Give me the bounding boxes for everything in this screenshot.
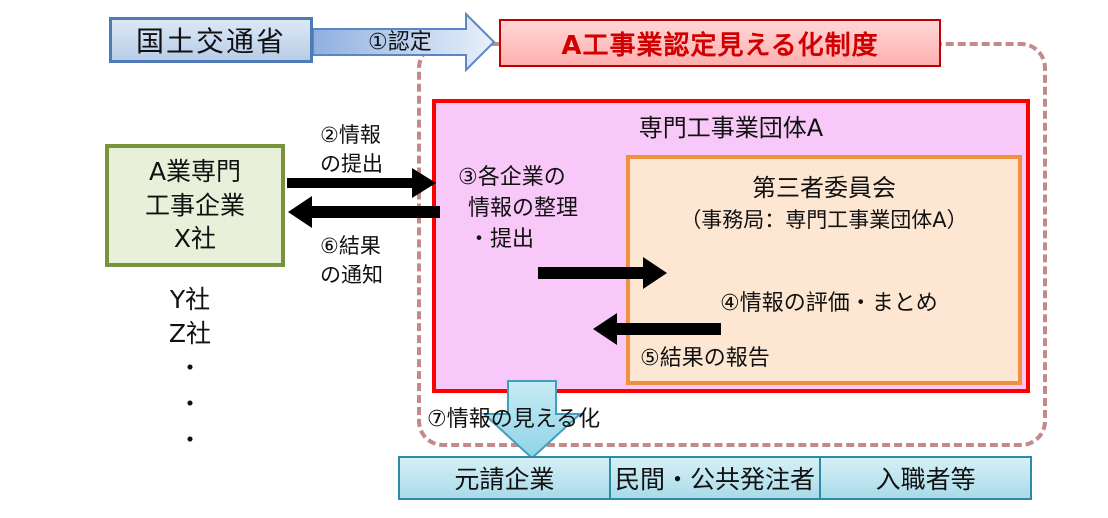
organization-a-title: 専門工事業団体A <box>638 114 824 142</box>
target-new-hires: 入職者等 <box>875 465 976 494</box>
dot: ・ <box>178 354 202 382</box>
company-y-label: Y社 <box>169 285 211 314</box>
committee-title: 第三者委員会 <box>752 174 896 202</box>
step4-label: ④情報の評価・まとめ <box>720 291 938 316</box>
dot: ・ <box>178 426 202 454</box>
notify-result-arrow <box>288 196 440 228</box>
scheme-box: A工事業認定見える化制度 <box>499 19 941 67</box>
step1-label: ①認定 <box>368 30 432 55</box>
company-line-1: A業専門 <box>148 156 242 186</box>
ministry-label: 国土交通省 <box>135 25 286 58</box>
step3-line-2: 情報の整理 <box>468 196 579 221</box>
step3-line-1: ③各企業の <box>458 165 566 190</box>
step6-line-1: ⑥結果 <box>320 234 381 258</box>
step3-label: ③各企業の 情報の整理 ・提出 <box>458 162 578 255</box>
visualization-arrow <box>481 380 583 460</box>
ministry-box: 国土交通省 <box>109 17 313 63</box>
audience-bar: 元請企業 民間・公共発注者 入職者等 <box>398 456 1032 500</box>
company-line-3: X社 <box>173 224 217 254</box>
step3-line-3: ・提出 <box>468 227 535 252</box>
step7-label: ⑦情報の見える化 <box>427 407 601 432</box>
step2-line-2: の提出 <box>320 152 383 176</box>
ellipsis-dots: ・ ・ ・ <box>150 350 230 458</box>
company-z-label: Z社 <box>168 319 212 348</box>
scheme-label: A工事業認定見える化制度 <box>561 30 879 61</box>
company-x-box: A業専門 工事企業 X社 <box>105 144 285 267</box>
dot: ・ <box>178 390 202 418</box>
certification-arrow <box>312 11 496 73</box>
company-line-2: 工事企業 <box>144 190 245 220</box>
third-party-committee-box <box>626 155 1022 385</box>
committee-subtitle: （事務局：専門工事業団体A） <box>680 208 968 232</box>
other-companies: Y社 Z社 <box>150 283 230 351</box>
step5-label: ⑤結果の報告 <box>640 346 770 371</box>
step2-label: ②情報 の提出 <box>320 121 383 179</box>
forward-info-arrow <box>538 257 667 289</box>
step2-line-1: ②情報 <box>320 123 381 147</box>
report-result-arrow <box>593 313 721 345</box>
step6-line-2: の通知 <box>320 263 383 287</box>
step6-label: ⑥結果 の通知 <box>320 232 383 290</box>
submit-info-arrow <box>287 168 436 198</box>
target-clients: 民間・公共発注者 <box>611 458 822 498</box>
target-prime-contractor: 元請企業 <box>400 458 611 498</box>
